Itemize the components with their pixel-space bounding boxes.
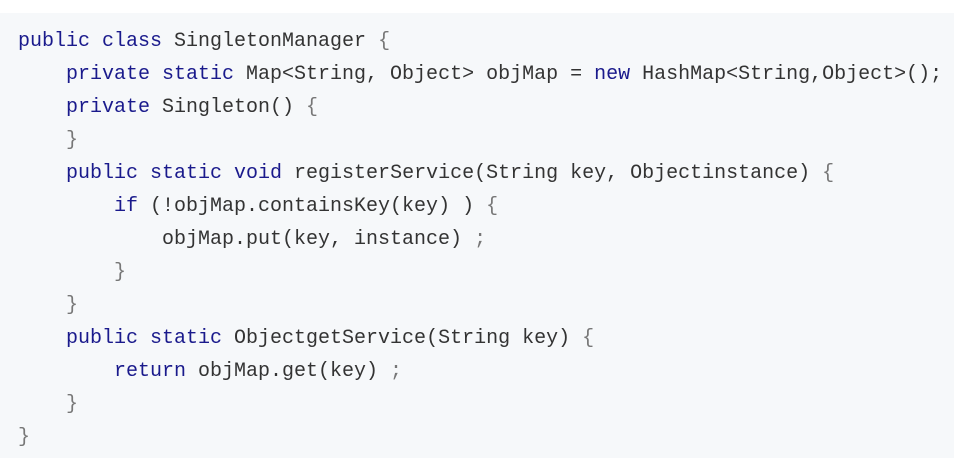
code-punctuation: } xyxy=(66,294,79,317)
code-punctuation: { xyxy=(486,195,499,218)
code-line: private Singleton() { xyxy=(18,91,954,124)
code-keyword: private static xyxy=(66,63,247,86)
code-text: (!objMap.containsKey(key) ) xyxy=(150,195,487,218)
code-keyword: public class xyxy=(18,30,175,53)
code-punctuation: { xyxy=(378,30,391,53)
code-text: registerService(String key, Objectinstan… xyxy=(294,162,823,185)
code-keyword: return xyxy=(114,360,199,383)
code-text: ObjectgetService(String key) xyxy=(234,327,583,350)
code-punctuation: { xyxy=(306,96,319,119)
code-punctuation: } xyxy=(114,261,127,284)
code-line: } xyxy=(18,124,954,157)
code-line: private static Map<String, Object> objMa… xyxy=(18,58,954,91)
code-text: SingletonManager xyxy=(174,30,379,53)
code-text: objMap.put(key, instance) xyxy=(162,228,475,251)
code-text: Map<String, Object> objMap = xyxy=(246,63,595,86)
code-punctuation: } xyxy=(18,426,31,449)
code-text: Singleton() xyxy=(162,96,307,119)
code-punctuation: } xyxy=(66,129,79,152)
code-block: public class SingletonManager { private … xyxy=(0,13,954,458)
code-text: objMap.get(key) xyxy=(198,360,391,383)
code-line: if (!objMap.containsKey(key) ) { xyxy=(18,190,954,223)
code-line: public static ObjectgetService(String ke… xyxy=(18,322,954,355)
code-line: } xyxy=(18,289,954,322)
code-punctuation: ; xyxy=(390,360,403,383)
code-punctuation: { xyxy=(822,162,835,185)
code-line: } xyxy=(18,256,954,289)
code-line: } xyxy=(18,421,954,454)
code-text: HashMap<String,Object>(); xyxy=(642,63,943,86)
code-keyword: private xyxy=(66,96,163,119)
code-line: public class SingletonManager { xyxy=(18,25,954,58)
code-punctuation: } xyxy=(66,393,79,416)
code-line: public static void registerService(Strin… xyxy=(18,157,954,190)
code-keyword: public static xyxy=(66,327,235,350)
code-line: } xyxy=(18,388,954,421)
code-keyword: new xyxy=(594,63,643,86)
code-punctuation: ; xyxy=(474,228,487,251)
code-punctuation: { xyxy=(582,327,595,350)
code-line: objMap.put(key, instance) ; xyxy=(18,223,954,256)
code-keyword: if xyxy=(114,195,151,218)
code-keyword: public static void xyxy=(66,162,295,185)
code-line: return objMap.get(key) ; xyxy=(18,355,954,388)
